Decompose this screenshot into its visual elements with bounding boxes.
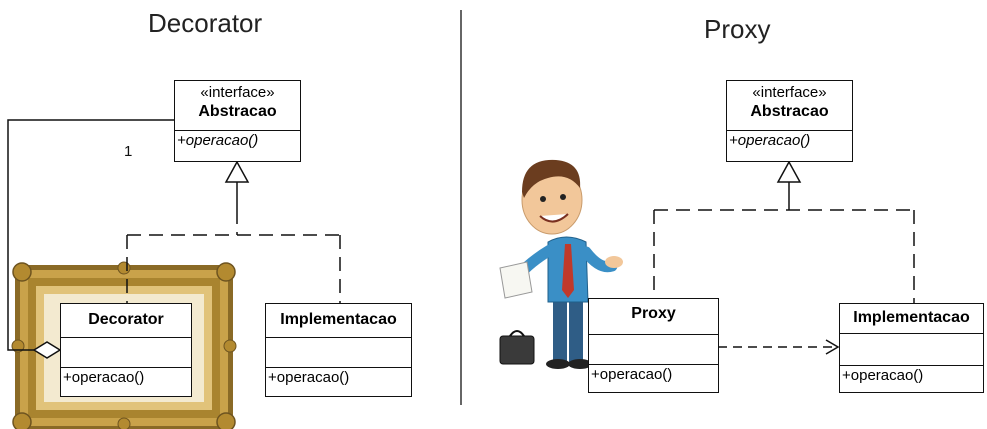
proxy-class-box: Proxy +operacao() (588, 298, 719, 393)
multiplicity-label: 1 (124, 143, 133, 160)
interface-operation-right: +operacao() (729, 132, 811, 149)
implementacao-class-name-left: Implementacao (280, 311, 397, 328)
proxy-operation: +operacao() (591, 366, 673, 383)
inheritance-arrow-right (776, 160, 802, 183)
interface-stereotype: «interface» (200, 84, 275, 101)
decorator-class-name: Decorator (88, 311, 164, 328)
implementacao-class-box-left: Implementacao +operacao() (265, 303, 412, 397)
implementacao-operation-left: +operacao() (268, 369, 350, 386)
interface-stereotype-right: «interface» (752, 84, 827, 101)
proxy-class-name: Proxy (631, 305, 676, 322)
dependency-arrow (718, 339, 840, 355)
decorator-operation: +operacao() (63, 369, 145, 386)
implementacao-class-box-right: Implementacao +operacao() (839, 303, 984, 393)
interface-name-right: Abstracao (750, 103, 829, 120)
briefcase-icon (499, 330, 535, 365)
implementacao-operation-right: +operacao() (842, 367, 924, 384)
realization-lines-right (653, 209, 915, 303)
interface-operation: +operacao() (177, 132, 259, 149)
decorator-title: Decorator (148, 8, 263, 38)
decorator-class-box: Decorator +operacao() (60, 303, 192, 397)
abstracao-interface-box-right: «interface» Abstracao +operacao() (726, 80, 853, 162)
abstracao-interface-box-left: «interface» Abstracao +operacao() (174, 80, 301, 162)
proxy-title: Proxy (704, 14, 771, 44)
interface-name: Abstracao (198, 103, 277, 120)
realization-lines-left (126, 210, 341, 305)
implementacao-class-name-right: Implementacao (853, 309, 970, 326)
inheritance-arrow-left (224, 160, 250, 183)
decorator-aggregation-line (7, 119, 174, 351)
businessman-illustration (499, 159, 623, 369)
